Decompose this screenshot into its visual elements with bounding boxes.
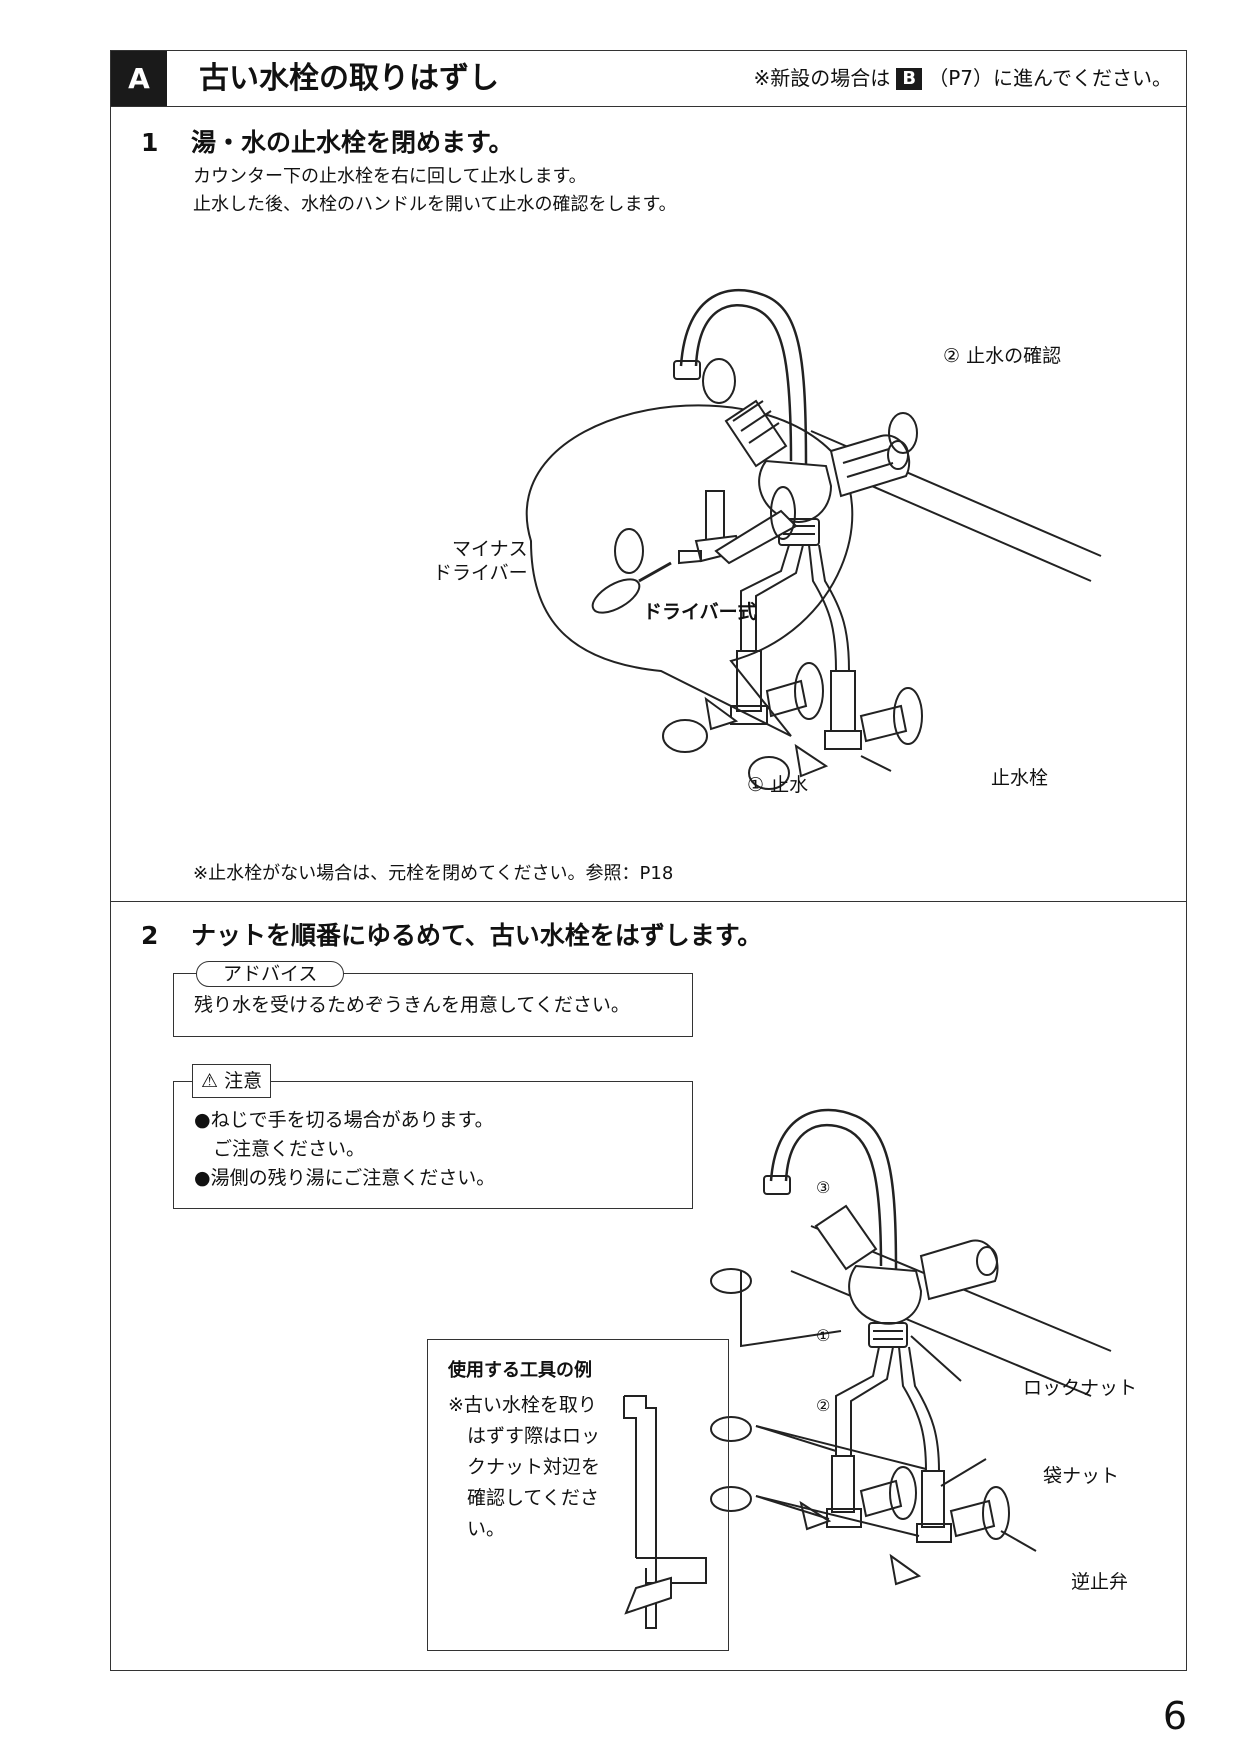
warning-triangle-icon: ⚠ bbox=[201, 1070, 219, 1092]
label-stop: ① 止水 bbox=[747, 774, 809, 796]
locknut-wrench-icon bbox=[623, 1395, 707, 1629]
faucet-shutoff-illustration bbox=[525, 288, 1102, 790]
advice-box: アドバイス 残り水を受けるためぞうきんを用意してください。 bbox=[173, 961, 693, 1037]
label-driver-tool: マイナス ドライバー bbox=[433, 538, 528, 584]
order-2: ② bbox=[816, 1396, 831, 1415]
step1-body: カウンター下の止水栓を右に回して止水します。 止水した後、水栓のハンドルを開いて… bbox=[193, 163, 677, 219]
tool-example-box: 使用する工具の例 ※古い水栓を取り はずす際はロッ クナット対辺を 確認してくだ… bbox=[427, 1339, 729, 1651]
tool-note: ※古い水栓を取り はずす際はロッ クナット対辺を 確認してくださ い。 bbox=[448, 1394, 601, 1540]
step2-number: 2 bbox=[141, 921, 159, 950]
caution-line-3: ●湯側の残り湯にご注意ください。 bbox=[194, 1167, 496, 1189]
caution-label: 注意 bbox=[224, 1070, 263, 1092]
order-1: ① bbox=[816, 1326, 831, 1345]
step2-heading: 2 ナットを順番にゆるめて、古い水栓をはずします。 bbox=[141, 916, 762, 952]
label-driver-type: ドライバー式 bbox=[643, 601, 757, 623]
step-divider bbox=[111, 901, 1186, 902]
step1-title: 湯・水の止水栓を閉めます。 bbox=[191, 128, 514, 157]
section-letter: A bbox=[111, 51, 167, 106]
label-checkvalve: 逆止弁 bbox=[1071, 1571, 1129, 1593]
caution-text: ●ねじで手を切る場合があります。 ご注意ください。 ●湯側の残り湯にご注意くださ… bbox=[194, 1106, 495, 1193]
advice-tag: アドバイス bbox=[196, 961, 345, 987]
order-3: ③ bbox=[816, 1178, 831, 1197]
section-note-suffix: （P7）に進んでください。 bbox=[928, 66, 1172, 90]
section-title: 古い水栓の取りはずし bbox=[199, 61, 499, 96]
advice-text: 残り水を受けるためぞうきんを用意してください。 bbox=[194, 994, 630, 1016]
label-check: ② 止水の確認 bbox=[943, 345, 1062, 367]
step1-line-1: カウンター下の止水栓を右に回して止水します。 bbox=[193, 166, 587, 187]
step1-note: ※止水栓がない場合は、元栓を閉めてください。参照：P18 bbox=[193, 863, 674, 884]
label-valve: 止水栓 bbox=[991, 767, 1049, 789]
faucet-removal-illustration bbox=[710, 1108, 1112, 1586]
caution-line-1: ●ねじで手を切る場合があります。 bbox=[194, 1109, 494, 1131]
caution-box: ⚠ 注意 ●ねじで手を切る場合があります。 ご注意ください。 ●湯側の残り湯にご… bbox=[173, 1064, 693, 1209]
step2-title: ナットを順番にゆるめて、古い水栓をはずします。 bbox=[191, 921, 763, 950]
caution-line-2: ご注意ください。 bbox=[194, 1138, 366, 1160]
label-bagnut: 袋ナット bbox=[1043, 1465, 1120, 1487]
caution-tag: ⚠ 注意 bbox=[192, 1064, 272, 1098]
step1-number: 1 bbox=[141, 128, 159, 157]
step1-line-2: 止水した後、水栓のハンドルを開いて止水の確認をします。 bbox=[193, 194, 677, 215]
step1-heading: 1 湯・水の止水栓を閉めます。 bbox=[141, 123, 514, 159]
section-note-prefix: ※新設の場合は bbox=[753, 66, 891, 90]
label-locknut: ロックナット bbox=[1023, 1377, 1138, 1399]
tool-title: 使用する工具の例 bbox=[448, 1360, 592, 1381]
section-b-badge: B bbox=[896, 68, 923, 90]
page-number: 6 bbox=[1162, 1694, 1187, 1738]
